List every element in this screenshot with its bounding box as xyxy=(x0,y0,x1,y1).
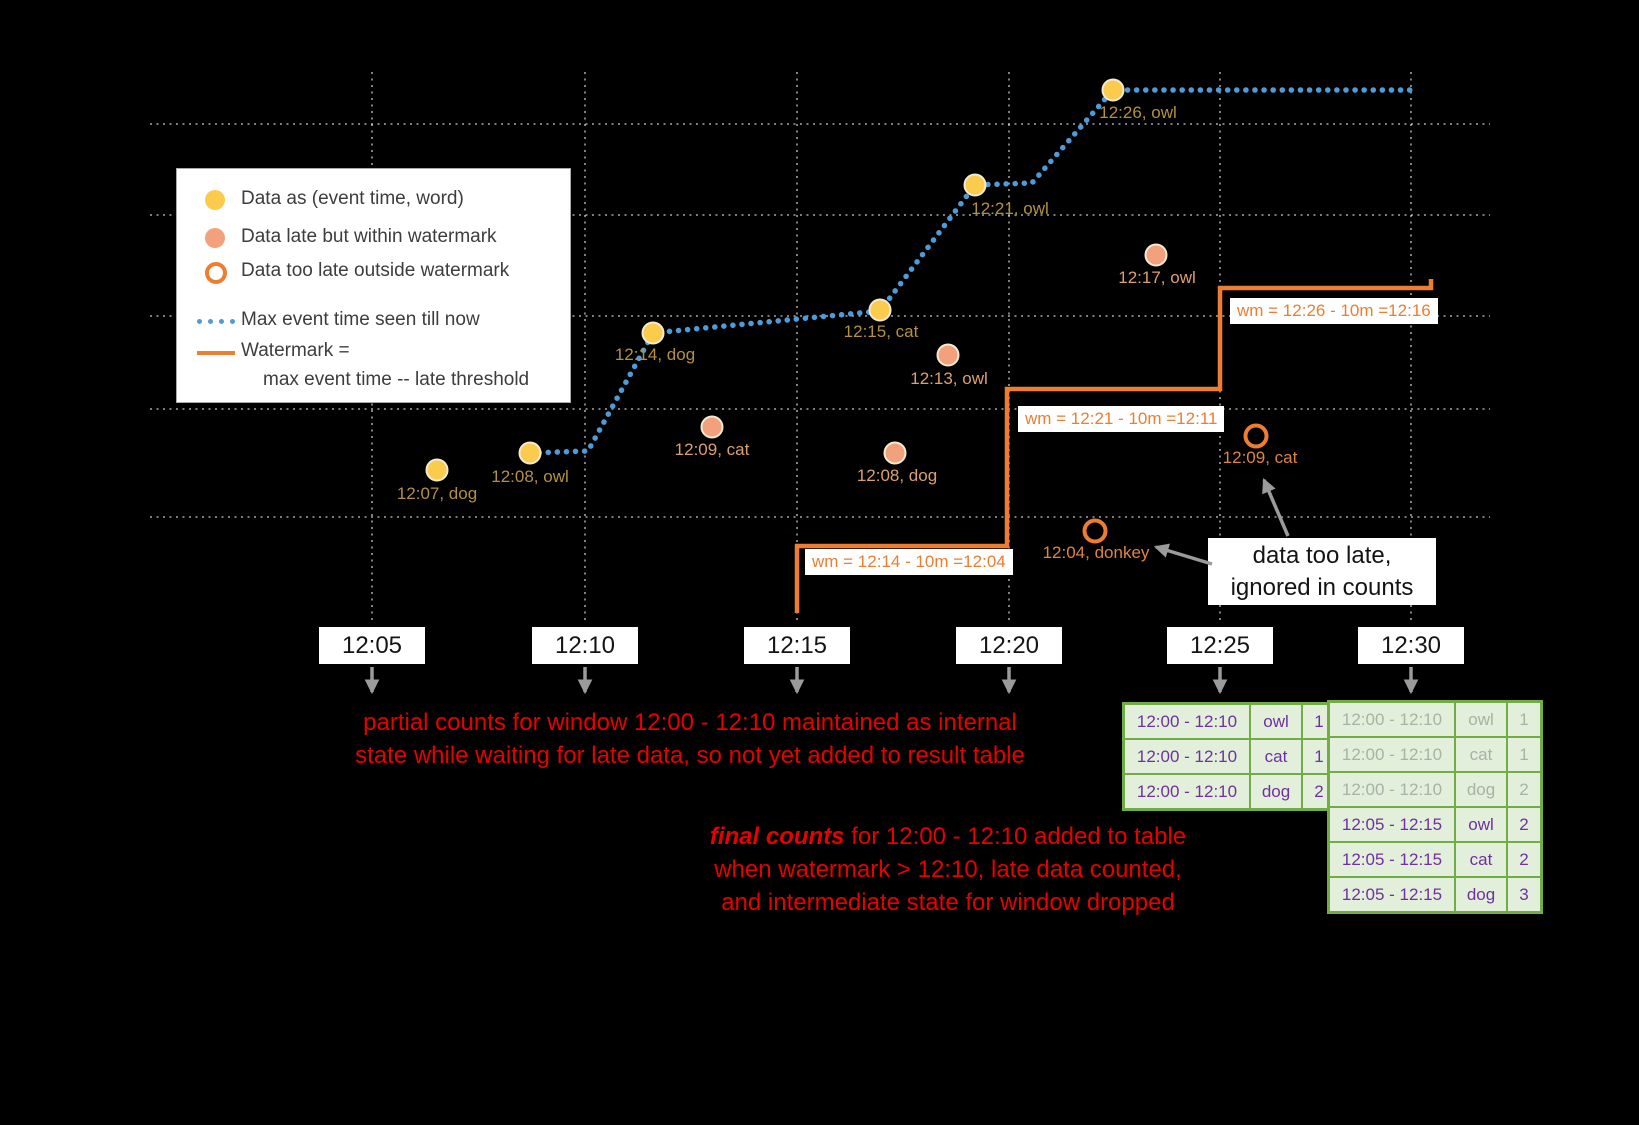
count-cell: 1 xyxy=(1506,736,1543,773)
word-cell: dog xyxy=(1249,773,1303,811)
result-table-12-25: 12:00 - 12:10 owl 1 12:00 - 12:10 cat 1 … xyxy=(1122,702,1338,811)
tick-12-05: 12:05 xyxy=(319,627,425,664)
window-cell: 12:00 - 12:10 xyxy=(1327,700,1456,738)
partial-counts-line2: state while waiting for late data, so no… xyxy=(355,742,1025,769)
max-event-time-line xyxy=(527,87,1421,456)
watermark-label-1: wm = 12:14 - 10m =12:04 xyxy=(805,549,1013,575)
table-row: 12:05 - 12:15 owl 2 xyxy=(1327,806,1543,843)
table-row-faded: 12:00 - 12:10 owl 1 xyxy=(1327,700,1543,738)
point-label: 12:09, cat xyxy=(1222,448,1298,467)
table-row: 12:00 - 12:10 owl 1 xyxy=(1122,702,1338,740)
legend-item-label-cont: max event time -- late threshold xyxy=(263,369,530,390)
table-row: 12:00 - 12:10 dog 2 xyxy=(1122,773,1338,811)
count-cell: 2 xyxy=(1506,841,1543,878)
watermark-label-3: wm = 12:26 - 10m =12:16 xyxy=(1230,298,1438,324)
count-cell: 1 xyxy=(1506,700,1543,738)
legend-watermark-line-icon xyxy=(197,351,235,355)
point-label: 12:07, dog xyxy=(396,484,478,503)
tick-12-10: 12:10 xyxy=(532,627,638,664)
count-cell: 2 xyxy=(1506,771,1543,808)
point-label: 12:08, owl xyxy=(491,467,569,486)
point-12-07-dog xyxy=(425,458,449,482)
final-counts-emphasis: final counts xyxy=(709,823,845,850)
point-too-late-12-09-cat xyxy=(1243,423,1269,449)
final-counts-line3: and intermediate state for window droppe… xyxy=(721,889,1175,916)
table-row: 12:00 - 12:10 cat 1 xyxy=(1122,738,1338,775)
word-cell: cat xyxy=(1454,736,1508,773)
count-cell: 2 xyxy=(1506,806,1543,843)
point-12-15-cat xyxy=(868,298,892,322)
point-too-late-12-04-donkey xyxy=(1082,518,1108,544)
legend-max-event-line-icon xyxy=(197,319,235,324)
window-cell: 12:00 - 12:10 xyxy=(1122,738,1251,775)
window-cell: 12:00 - 12:10 xyxy=(1122,702,1251,740)
point-late-12-08-dog xyxy=(883,441,907,465)
legend-late-dot-icon xyxy=(205,228,225,248)
final-counts-line1: final counts for 12:00 - 12:10 added to … xyxy=(655,820,1241,853)
too-late-callout-line1: data too late, xyxy=(1252,542,1392,569)
point-label: 12:13, owl xyxy=(910,369,988,388)
too-late-callout: data too late, ignored in counts xyxy=(1208,538,1436,605)
word-cell: cat xyxy=(1454,841,1508,878)
point-late-12-09-cat xyxy=(700,415,724,439)
word-cell: dog xyxy=(1454,876,1508,914)
too-late-callout-line2: ignored in counts xyxy=(1230,574,1414,601)
tick-12-15: 12:15 xyxy=(744,627,850,664)
tick-12-20: 12:20 xyxy=(956,627,1062,664)
partial-counts-note: partial counts for window 12:00 - 12:10 … xyxy=(320,706,1060,772)
window-cell: 12:05 - 12:15 xyxy=(1327,841,1456,878)
final-counts-line2: when watermark > 12:10, late data counte… xyxy=(714,856,1182,883)
count-cell: 3 xyxy=(1506,876,1543,914)
result-table-12-30: 12:00 - 12:10 owl 1 12:00 - 12:10 cat 1 … xyxy=(1327,700,1543,914)
point-label: 12:09, cat xyxy=(674,440,750,459)
tick-12-25: 12:25 xyxy=(1167,627,1273,664)
final-counts-note: final counts for 12:00 - 12:10 added to … xyxy=(655,820,1241,919)
word-cell: owl xyxy=(1454,806,1508,843)
watermark-label-2: wm = 12:21 - 10m =12:11 xyxy=(1018,406,1225,432)
table-row: 12:05 - 12:15 dog 3 xyxy=(1327,876,1543,914)
word-cell: dog xyxy=(1454,771,1508,808)
point-label: 12:26, owl xyxy=(1099,103,1177,122)
legend-item-label: Data as (event time, word) xyxy=(241,188,464,209)
point-label: 12:08, dog xyxy=(856,466,938,485)
point-late-12-17-owl xyxy=(1144,243,1168,267)
final-counts-line1-rest: for 12:00 - 12:10 added to table xyxy=(844,823,1187,850)
point-label: 12:15, cat xyxy=(843,322,919,341)
window-cell: 12:00 - 12:10 xyxy=(1327,771,1456,808)
word-cell: owl xyxy=(1249,702,1303,740)
table-row-faded: 12:00 - 12:10 dog 2 xyxy=(1327,771,1543,808)
point-12-26-owl xyxy=(1101,78,1125,102)
point-12-14-dog xyxy=(641,321,665,345)
table-row: 12:05 - 12:15 cat 2 xyxy=(1327,841,1543,878)
word-cell: owl xyxy=(1454,700,1508,738)
tick-12-30: 12:30 xyxy=(1358,627,1464,664)
watermark-line xyxy=(794,279,1434,613)
legend-item-label: Data late but within watermark xyxy=(241,226,497,247)
table-row-faded: 12:00 - 12:10 cat 1 xyxy=(1327,736,1543,773)
legend-item-label: Data too late outside watermark xyxy=(241,260,510,281)
legend-item-label: Watermark = xyxy=(241,340,350,361)
legend-on-time-dot-icon xyxy=(205,190,225,210)
point-label: 12:17, owl xyxy=(1118,268,1196,287)
point-label: 12:21, owl xyxy=(971,199,1049,218)
window-cell: 12:05 - 12:15 xyxy=(1327,806,1456,843)
point-12-08-owl xyxy=(518,441,542,465)
window-cell: 12:00 - 12:10 xyxy=(1122,773,1251,811)
point-label: 12:04, donkey xyxy=(1042,543,1150,562)
point-12-21-owl xyxy=(963,173,987,197)
point-label: 12:14, dog xyxy=(614,345,696,364)
legend: Data as (event time, word) Data late but… xyxy=(176,168,571,403)
window-cell: 12:00 - 12:10 xyxy=(1327,736,1456,773)
point-late-12-13-owl xyxy=(936,343,960,367)
legend-item-label: Max event time seen till now xyxy=(241,309,480,330)
legend-too-late-ring-icon xyxy=(205,262,227,284)
window-cell: 12:05 - 12:15 xyxy=(1327,876,1456,914)
word-cell: cat xyxy=(1249,738,1303,775)
partial-counts-line1: partial counts for window 12:00 - 12:10 … xyxy=(363,709,1017,736)
